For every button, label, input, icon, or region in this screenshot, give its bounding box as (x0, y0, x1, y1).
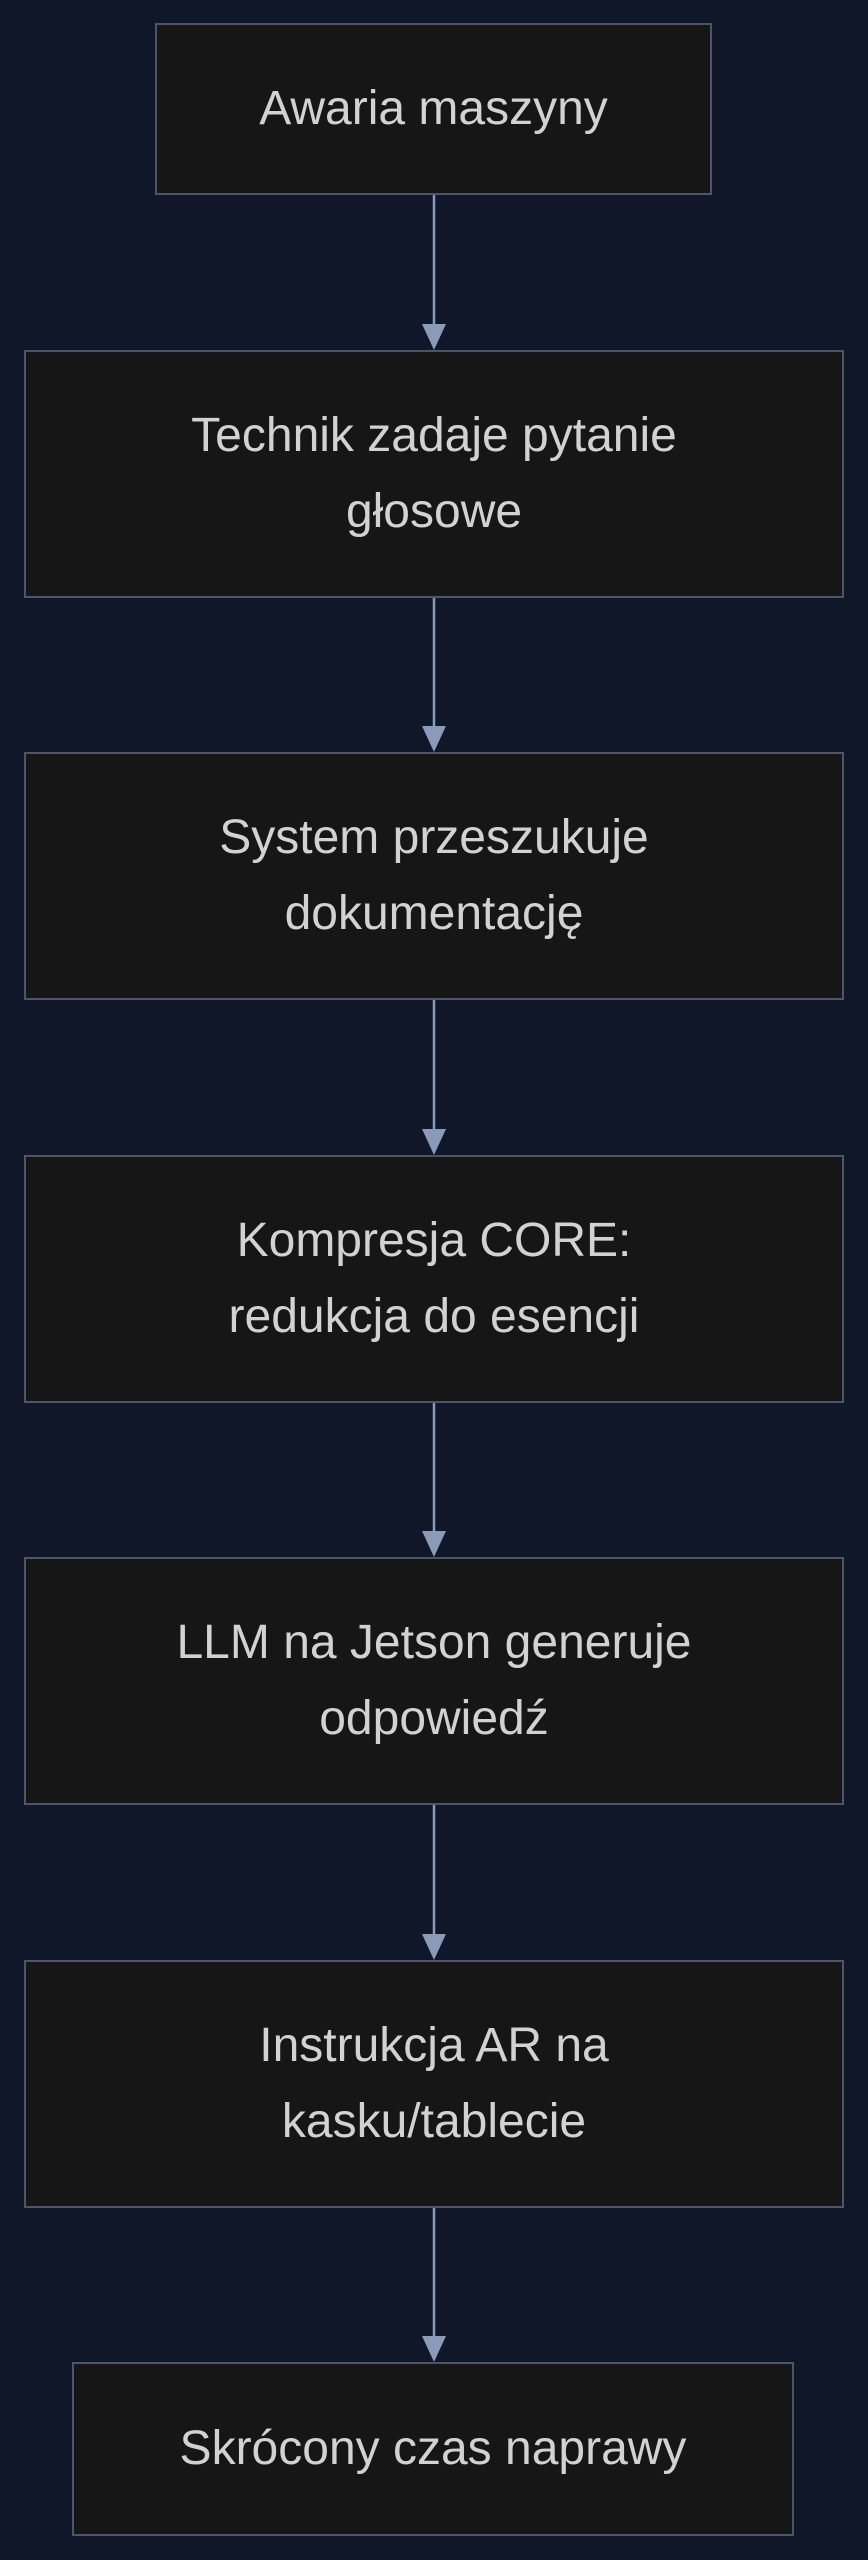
node-label-line: System przeszukuje (219, 811, 649, 864)
node-instrukcja-ar: Instrukcja AR na kasku/tablecie (24, 1960, 844, 2208)
node-label: Kompresja CORE: redukcja do esencji (229, 1203, 640, 1355)
node-kompresja-core: Kompresja CORE: redukcja do esencji (24, 1155, 844, 1403)
node-label: System przeszukuje dokumentację (219, 800, 649, 952)
node-skrocony-czas: Skrócony czas naprawy (72, 2362, 794, 2536)
node-label-line: dokumentację (284, 887, 584, 940)
edge-arrowhead (422, 726, 446, 752)
node-label: Technik zadaje pytanie głosowe (191, 398, 677, 550)
node-label-line: Instrukcja AR na (259, 2019, 609, 2072)
node-label: Instrukcja AR na kasku/tablecie (259, 2008, 609, 2160)
node-label: Skrócony czas naprawy (180, 2411, 687, 2487)
node-llm-jetson: LLM na Jetson generuje odpowiedź (24, 1557, 844, 1805)
node-label-line: redukcja do esencji (228, 1290, 640, 1343)
node-label-line: głosowe (345, 485, 523, 538)
node-label-line: kasku/tablecie (281, 2095, 587, 2148)
edge-arrowhead (422, 1531, 446, 1557)
edge-arrowhead (422, 324, 446, 350)
node-label-line: LLM na Jetson generuje (176, 1616, 692, 1669)
node-awaria-maszyny: Awaria maszyny (155, 23, 712, 195)
edge-group (422, 195, 446, 2362)
node-label-line: Skrócony czas naprawy (179, 2422, 687, 2475)
node-system-przeszukuje: System przeszukuje dokumentację (24, 752, 844, 1000)
edge-arrowhead (422, 1129, 446, 1155)
node-label-line: Technik zadaje pytanie (191, 409, 677, 462)
node-label-line: Awaria maszyny (259, 82, 608, 135)
node-label-line: Kompresja CORE: (236, 1214, 632, 1267)
node-label: Awaria maszyny (259, 71, 608, 147)
node-technik-pytanie: Technik zadaje pytanie głosowe (24, 350, 844, 598)
edge-arrowhead (422, 2336, 446, 2362)
node-label: LLM na Jetson generuje odpowiedź (176, 1605, 691, 1757)
node-label-line: odpowiedź (319, 1692, 549, 1745)
edge-arrowhead (422, 1934, 446, 1960)
